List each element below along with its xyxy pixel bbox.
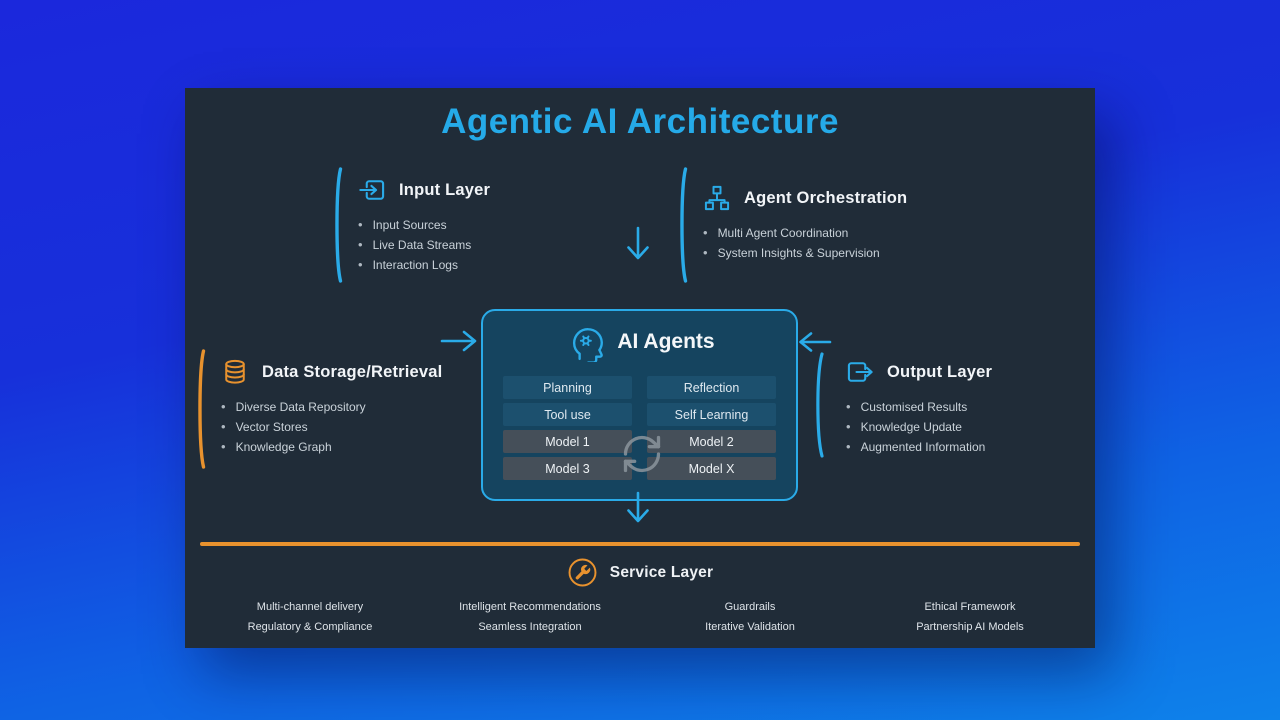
bullet-dot: •: [221, 399, 226, 414]
service-item: Iterative Validation: [705, 621, 795, 633]
service-item: Multi-channel delivery: [256, 601, 364, 613]
capability-pill: Planning: [503, 376, 632, 399]
list-item: •Knowledge Update: [846, 417, 992, 437]
section-data-storage: Data Storage/Retrieval •Diverse Data Rep…: [196, 348, 496, 470]
capability-pill: Reflection: [647, 376, 776, 399]
section-output-layer: Output Layer •Customised Results •Knowle…: [831, 348, 1131, 457]
data-storage-accent-bar: [198, 349, 206, 469]
bullet-dot: •: [846, 399, 851, 414]
service-item: Guardrails: [724, 601, 776, 613]
section-input-layer: Input Layer •Input Sources •Live Data St…: [333, 166, 633, 284]
bullet-dot: •: [221, 419, 226, 434]
wrench-circle-icon: [567, 557, 598, 588]
output-layer-title: Output Layer: [887, 362, 993, 381]
list-item: •Input Sources: [358, 215, 490, 235]
list-item: •Augmented Information: [846, 437, 992, 457]
list-item: •System Insights & Supervision: [703, 243, 907, 263]
arrow-down-icon: [627, 226, 649, 260]
ai-agents-box: AI Agents Planning Reflection Tool use S…: [481, 309, 798, 501]
arrow-right-icon: [440, 330, 477, 352]
model-pill: Model X: [647, 457, 776, 480]
service-item: Partnership AI Models: [916, 621, 1024, 633]
service-item: Regulatory & Compliance: [247, 621, 373, 633]
model-pill: Model 1: [503, 430, 632, 453]
bullet-dot: •: [221, 439, 226, 454]
bullet-dot: •: [846, 419, 851, 434]
service-item: Intelligent Recommendations: [459, 601, 601, 613]
bullet-dot: •: [703, 225, 708, 240]
service-layer-header: Service Layer: [185, 557, 1095, 588]
data-storage-title: Data Storage/Retrieval: [262, 362, 443, 381]
agent-orchestration-accent-bar: [680, 167, 688, 283]
arrow-left-icon: [799, 332, 832, 458]
list-item: •Knowledge Graph: [221, 437, 442, 457]
page-title: Agentic AI Architecture: [441, 102, 839, 141]
capability-pill: Self Learning: [647, 403, 776, 426]
list-item: •Diverse Data Repository: [221, 397, 442, 417]
login-arrow-into-box-icon: [358, 176, 386, 204]
service-layer-items: Multi-channel delivery Intelligent Recom…: [200, 597, 1080, 637]
bullet-dot: •: [358, 237, 363, 252]
capability-pill: Tool use: [503, 403, 632, 426]
list-item: •Multi Agent Coordination: [703, 223, 907, 243]
model-pill: Model 2: [647, 430, 776, 453]
list-item: •Interaction Logs: [358, 255, 490, 275]
bullet-dot: •: [846, 439, 851, 454]
service-layer-divider: [200, 542, 1080, 546]
bullet-dot: •: [358, 217, 363, 232]
model-pill: Model 3: [503, 457, 632, 480]
bullet-dot: •: [358, 257, 363, 272]
section-agent-orchestration: Agent Orchestration •Multi Agent Coordin…: [678, 166, 1008, 284]
org-hierarchy-icon: [703, 184, 731, 212]
refresh-cycle-icon: [620, 432, 664, 480]
arrow-down-icon: [627, 491, 649, 523]
logout-arrow-out-of-box-icon: [846, 358, 874, 386]
agent-orchestration-title: Agent Orchestration: [744, 188, 908, 207]
bullet-dot: •: [703, 245, 708, 260]
service-layer-title: Service Layer: [609, 563, 714, 581]
service-item: Ethical Framework: [924, 601, 1016, 613]
head-with-gear-icon: [564, 322, 604, 362]
ai-agents-title: AI Agents: [617, 330, 715, 353]
service-item: Seamless Integration: [478, 621, 582, 633]
list-item: •Customised Results: [846, 397, 992, 417]
database-icon: [221, 358, 249, 386]
input-layer-accent-bar: [335, 167, 343, 283]
input-layer-title: Input Layer: [399, 180, 491, 199]
list-item: •Live Data Streams: [358, 235, 490, 255]
architecture-card: Agentic AI Architecture Input Layer •Inp…: [185, 88, 1095, 648]
list-item: •Vector Stores: [221, 417, 442, 437]
